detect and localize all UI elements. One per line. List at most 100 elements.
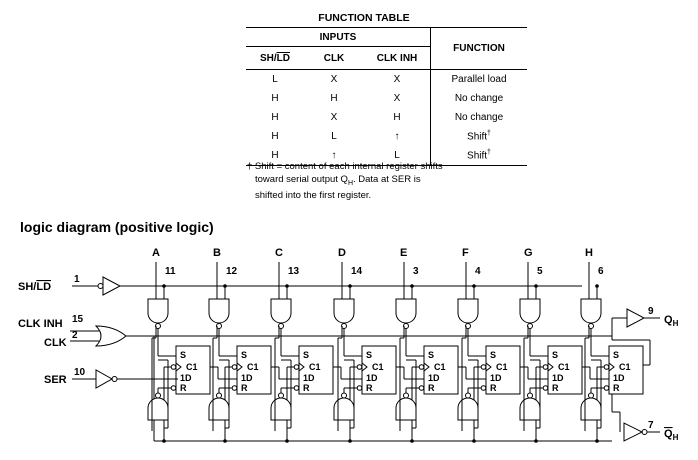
junction-dot [348,284,352,288]
clock-indicator [298,362,305,372]
clock-indicator [175,362,182,372]
inversion-bubble [356,364,363,370]
junction-dot [223,439,227,443]
nand-gate [519,397,541,421]
inversion-bubble [216,392,222,399]
inversion-bubble [356,385,363,391]
flip-flop [423,345,459,395]
ff-label-r: R [613,383,620,393]
junction-dot [472,284,476,288]
ff-label-s: S [303,350,309,360]
inversion-bubble [465,392,471,399]
ff-label-r: R [366,383,373,393]
table-cell-fn: No change [430,89,527,108]
ff-label-1d: 1D [552,373,564,383]
clock-indicator [485,362,492,372]
ff-label-c1: C1 [186,362,198,372]
table-cell-inh: H [393,112,401,123]
table-cell-inh: X [393,93,401,104]
inversion-bubble [403,392,409,399]
ff-label-c1: C1 [372,362,384,372]
clock-indicator [547,362,554,372]
junction-dot [595,284,599,288]
table-cell-fn: Shift† [430,127,527,146]
table-cell-inh: L [394,150,400,161]
pin-number: 15 [72,314,84,325]
flip-flop [485,345,521,395]
data-input-label-e: E [400,247,407,259]
ff-label-s: S [180,350,186,360]
table-cell-clk: ↑ [331,150,337,161]
nand-gate [395,397,417,421]
ff-label-r: R [303,383,310,393]
junction-dot [162,284,166,288]
diagram-labels: A11SC11DRB12SC11DRC13SC11DRD14SC11DRE3SC… [18,247,679,442]
junction-dot [472,439,476,443]
control-input-label-clk-inh: CLK INH [18,318,63,330]
output-label-qh: QH [664,314,679,328]
ff-label-s: S [241,350,247,360]
pin-number: 6 [598,266,604,277]
table-cell-fn: No change [430,108,527,127]
data-input-label-a: A [152,247,160,259]
footnote-line: † Shift = content of each internal regis… [247,161,443,172]
nand-gate [270,298,292,324]
ff-label-1d: 1D [428,373,440,383]
nand-gate [333,298,355,324]
inversion-bubble [588,392,594,399]
column-header-sh-ld: SH/LD [259,52,290,64]
ff-label-1d: 1D [490,373,502,383]
junction-dot [595,439,599,443]
clock-indicator [361,362,368,372]
output-label-qh-bar: QH [664,428,679,442]
pin-number: 1 [74,274,80,285]
data-input-label-d: D [338,247,346,259]
inversion-bubble [418,364,425,370]
junction-dot [162,439,166,443]
data-input-label-f: F [462,247,469,259]
ff-label-c1: C1 [309,362,321,372]
junction-dot [285,284,289,288]
nand-gate [270,397,292,421]
junction-dot [534,284,538,288]
footnote-line: shifted into the first register. [255,189,372,201]
table-cell-clk: X [330,112,338,123]
flip-flop [236,345,272,395]
data-input-label-b: B [213,247,221,259]
junction-dot [348,439,352,443]
nand-gate [147,298,169,324]
inversion-bubble [341,392,347,399]
pin-number: 13 [288,266,300,277]
table-cell-sh: L [272,74,278,85]
pin-number: 9 [648,306,654,317]
inversion-bubble [170,385,177,391]
junction-dot [534,439,538,443]
inversion-bubble [542,385,549,391]
inversion-bubble [603,385,610,391]
function-header: FUNCTION [430,27,527,70]
ff-label-s: S [490,350,496,360]
pin-number: 2 [72,330,78,341]
ff-label-s: S [613,350,619,360]
inversion-bubble [603,364,610,370]
nand-gate [580,298,602,324]
flip-flop [175,345,211,395]
nand-gate [208,397,230,421]
control-input-label-clk: CLK [44,337,67,349]
inversion-bubble [480,385,487,391]
function-table-title: FUNCTION TABLE [318,12,410,24]
inversion-bubble [542,364,549,370]
inversion-bubble [231,385,238,391]
ff-label-1d: 1D [180,373,192,383]
junction-dot [223,284,227,288]
flip-flop [298,345,334,395]
table-cell-sh: H [271,131,279,142]
junction-dot [285,439,289,443]
ff-label-c1: C1 [619,362,631,372]
pin-number: 11 [165,266,176,277]
control-input-label-ser: SER [44,374,67,386]
